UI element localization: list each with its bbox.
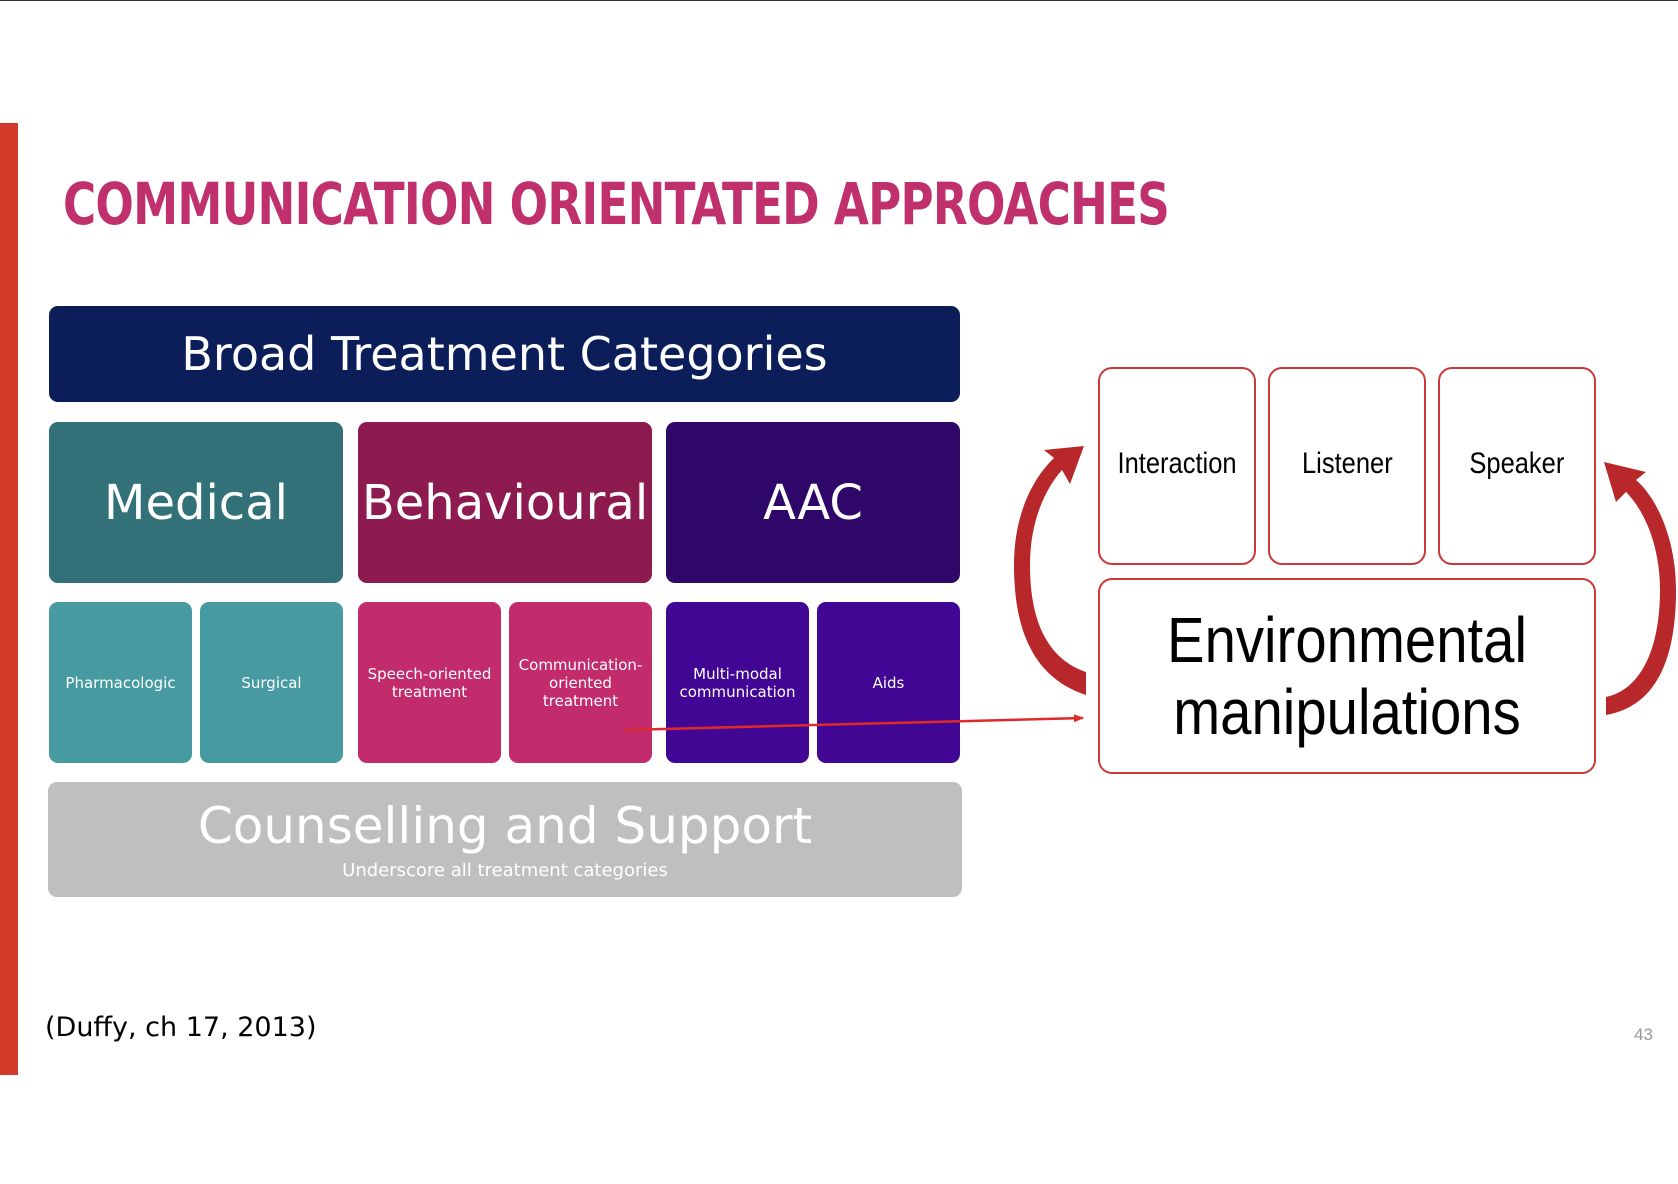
- slide-title: COMMUNICATION ORIENTATED APPROACHES: [63, 170, 1170, 238]
- category-behavioural: Behavioural: [358, 422, 652, 583]
- page-number: 43: [1634, 1025, 1653, 1044]
- counselling-title: Counselling and Support: [197, 797, 813, 855]
- speaker-label: Speaker: [1469, 447, 1565, 480]
- category-medical: Medical: [49, 422, 343, 583]
- subcategory-pharmacologic: Pharmacologic: [49, 602, 192, 763]
- subcategory-speech-oriented: Speech-oriented treatment: [358, 602, 501, 763]
- subcategory-surgical: Surgical: [200, 602, 343, 763]
- subcategory-communication-oriented: Communication-oriented treatment: [509, 602, 652, 763]
- environmental-manipulations-label: Environmental manipulations: [1166, 604, 1528, 748]
- speaker-box: Speaker: [1438, 367, 1596, 565]
- environmental-manipulations-box: Environmental manipulations: [1098, 578, 1596, 774]
- citation: (Duffy, ch 17, 2013): [45, 1012, 317, 1043]
- top-border-line: [0, 0, 1678, 1]
- left-curved-arrow: [1014, 446, 1086, 695]
- interaction-label: Interaction: [1117, 447, 1237, 480]
- subcategory-aids: Aids: [817, 602, 960, 763]
- accent-bar: [0, 123, 18, 1075]
- category-aac: AAC: [666, 422, 960, 583]
- counselling-support-box: Counselling and Support Underscore all t…: [48, 782, 962, 897]
- listener-label: Listener: [1301, 447, 1393, 480]
- right-curved-arrow: [1604, 462, 1676, 715]
- interaction-box: Interaction: [1098, 367, 1256, 565]
- broad-treatment-header: Broad Treatment Categories: [49, 306, 960, 402]
- listener-box: Listener: [1268, 367, 1426, 565]
- counselling-subtitle: Underscore all treatment categories: [342, 860, 668, 881]
- connector-arrow: [624, 714, 1084, 732]
- subcategory-multi-modal: Multi-modal communication: [666, 602, 809, 763]
